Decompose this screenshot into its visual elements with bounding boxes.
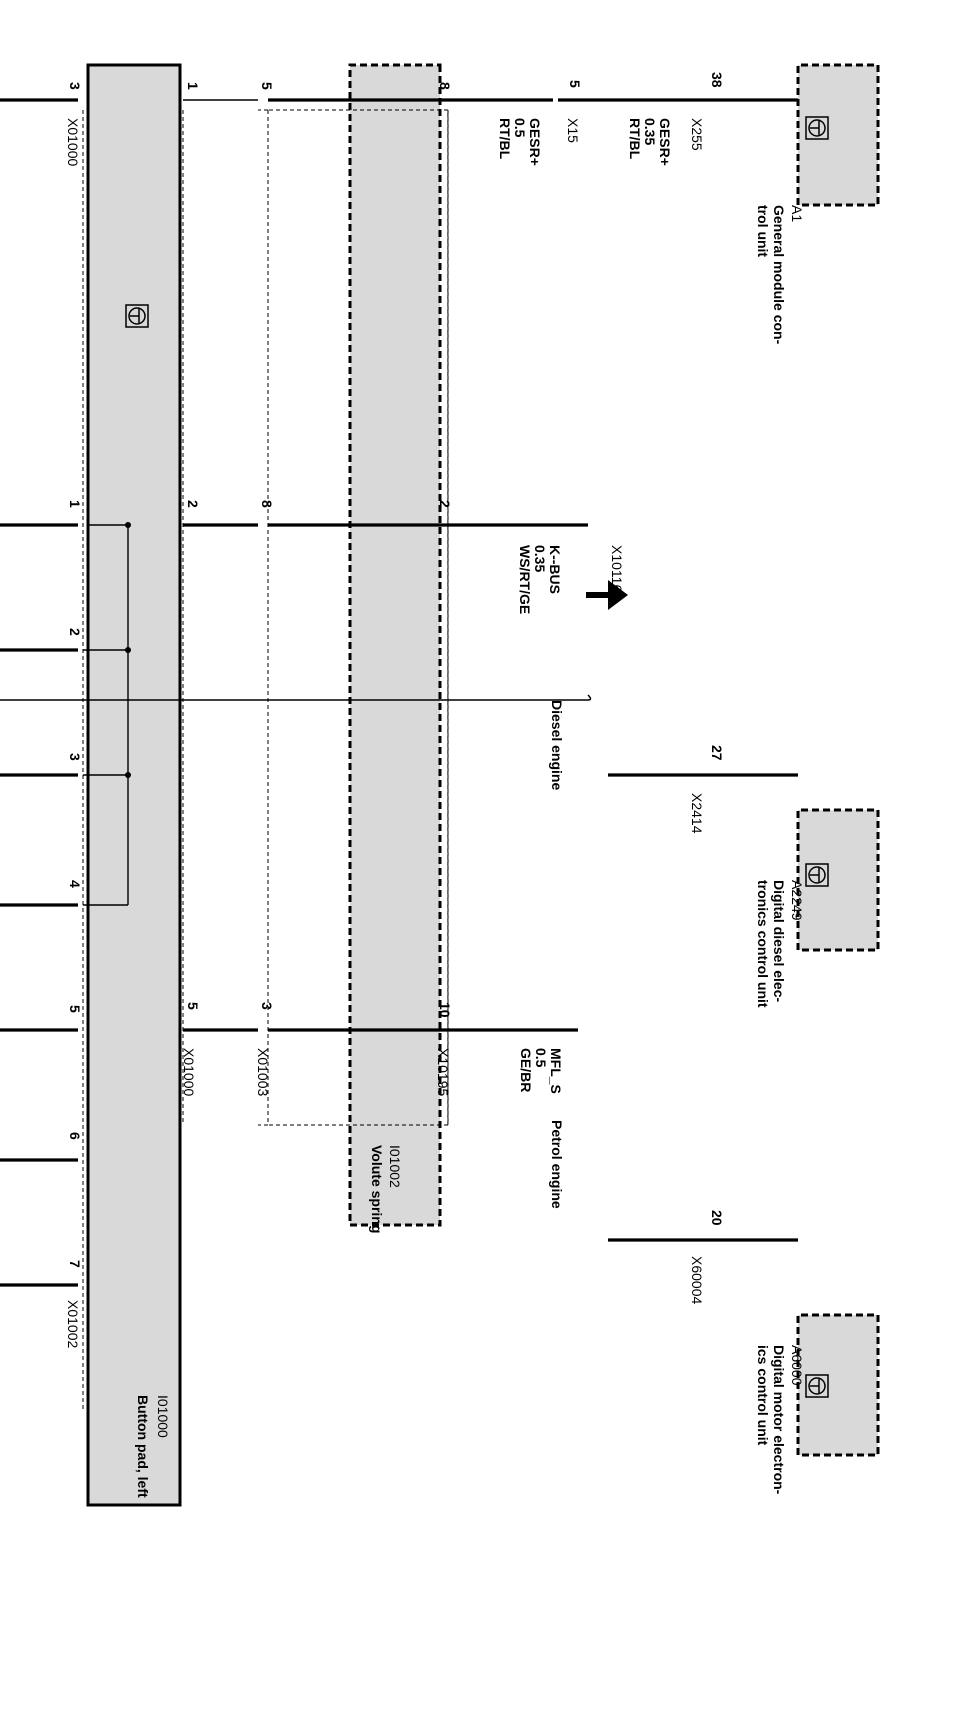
x01003-pin-5: 5 [259,82,275,90]
x01000-pin-1: 1 [185,82,201,90]
x01002-pin-3: 3 [67,753,83,761]
mfl-gauge: 0.5 [533,1048,549,1068]
petrol-note: Petrol engine [549,1120,565,1209]
kbus-gauge: 0.35 [532,545,548,572]
mfl-color: GE/BR [518,1048,534,1092]
x10195-pin-2: 2 [437,500,453,508]
x01002-pin-7: 7 [67,1260,83,1268]
a2249-id: A2249 [789,880,805,921]
kbus-signal: K--BUS [547,545,563,594]
a1-ecu-icon [805,116,829,140]
a6000-pin: 20 [709,1210,725,1226]
a6000-connector: X60004 [689,1256,705,1304]
a2249-ecu-icon [805,863,829,887]
x15-connector: X15 [565,118,581,143]
a2249-name-line1: Digital diesel elec- [771,880,787,1002]
mfl-signal: MFL_S [548,1048,564,1094]
x15-signal: GESR+ [527,118,543,166]
x01002-pin-5: 5 [67,1005,83,1013]
a1-box [796,63,880,207]
x15-gauge: 0.5 [512,118,528,138]
x10195-label: X10195 [435,1048,451,1096]
a6000-id: A6000 [789,1345,805,1386]
x10195-pin-10: 10 [437,1002,453,1018]
a1-gauge: 0.35 [642,118,658,145]
a6000-name-line2: ics control unit [755,1345,771,1446]
a1-signal: GESR+ [657,118,673,166]
x15-color: RT/BL [497,118,513,160]
i01002-id: I01002 [387,1145,403,1188]
x01000-left-pin: 3 [67,82,83,90]
x01003-label: X01003 [255,1048,271,1096]
x01002-pin-6: 6 [67,1132,83,1140]
a6000-name-line1: Digital motor electron- [771,1345,787,1495]
i01002-box [348,63,442,1227]
x01000-label-bottom: X01000 [181,1048,197,1096]
x10195-pin-8: 8 [437,82,453,90]
kbus-ref: X10116 [609,545,625,592]
a2249-pin: 27 [709,745,725,761]
x01003-pin-3: 3 [259,1002,275,1010]
i01002-name: Volute spring [369,1145,385,1233]
x01000-pin-5: 5 [185,1002,201,1010]
a1-connector: X255 [689,118,705,151]
i01000-ecu-icon [125,304,149,328]
x01002-pin-4: 4 [67,880,83,888]
x01000-pin-2: 2 [185,500,201,508]
a6000-ecu-icon [805,1374,829,1398]
diesel-brace [0,690,592,701]
a2249-connector: X2414 [689,793,705,834]
i01000-name: Button pad, left [135,1395,151,1498]
a1-pin: 38 [709,72,725,88]
a1-name-line1: General module con- [771,205,787,345]
a6000-box [796,1313,880,1457]
x01003-pin-8: 8 [259,500,275,508]
x01002-label: X01002 [65,1300,81,1348]
i01000-id: I01000 [155,1395,171,1438]
x01002-pin-2: 2 [67,628,83,636]
kbus-arrow [586,580,628,610]
i01000-box [86,63,182,1507]
x01000-left-label: X01000 [65,118,81,166]
a1-id: A1 [789,205,805,222]
x01002-pin-1: 1 [67,500,83,508]
diesel-note: Diesel engine [549,700,565,790]
kbus-color: WS/RT/GE [517,545,533,614]
a1-name-line2: trol unit [755,205,771,257]
x01003-outline [258,109,269,1126]
a1-color: RT/BL [627,118,643,160]
a2249-box [796,808,880,952]
a2249-name-line2: tronics control unit [755,880,771,1008]
x15-pin: 5 [567,80,583,88]
